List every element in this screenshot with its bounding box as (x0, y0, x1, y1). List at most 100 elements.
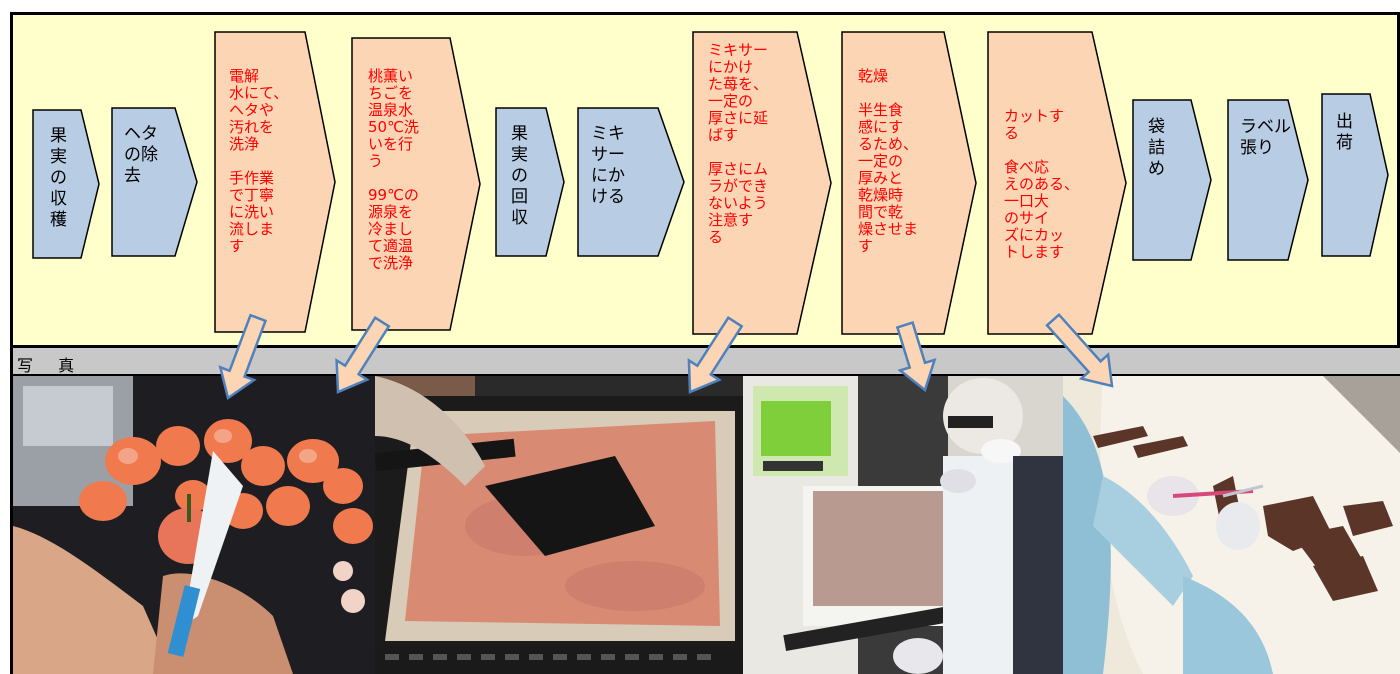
step-label-line: 回 (511, 187, 528, 207)
photo-strip (10, 376, 1400, 674)
step-chevron-shape (692, 31, 832, 335)
step-label-line: で洗浄 (368, 254, 413, 272)
photo-section-label: 写 真 (17, 356, 85, 375)
step-label-line: 荷 (1336, 133, 1353, 153)
step-chevron-shape (1227, 99, 1309, 261)
step-label-line: 収 (50, 189, 67, 209)
step-label-line: 一定の (708, 92, 753, 110)
step-label-line: 一定の (858, 152, 903, 170)
step-label-line: 厚さにム (708, 160, 768, 178)
step-label-line: 一口大 (1004, 192, 1049, 210)
step-label-line: ラができ (708, 177, 768, 195)
step-label-line: 厚さに延 (708, 109, 768, 127)
step-label-line: 収 (511, 208, 528, 228)
step-label-line: 電解 (229, 67, 259, 85)
step-label-line: 去 (124, 166, 141, 186)
step-chevron-shape (1321, 93, 1389, 257)
process-step-10: 袋詰め (1132, 99, 1212, 261)
step-label-line: で丁寧 (229, 186, 274, 204)
step-label-line: るため、 (858, 135, 918, 153)
step-label-line: 張り (1240, 138, 1274, 158)
step-label-line: の (50, 168, 67, 188)
step-label-line: 50℃洗 (368, 118, 419, 136)
step-label-line: る (708, 228, 723, 246)
step-label-line: に洗い (229, 203, 274, 221)
step-label-line: にかけ (708, 58, 753, 76)
photo-section-header: 写 真 (10, 348, 1400, 376)
step-label-line: 燥させま (858, 220, 918, 238)
step-label-line: う (368, 152, 383, 170)
step-label-line: ミキ (591, 124, 625, 144)
step-chevron-shape (1132, 99, 1212, 261)
step-label-line: 乾燥 (858, 67, 888, 85)
step-label-line: ヘタや (229, 101, 274, 119)
step-label-line: 半生食 (858, 101, 903, 119)
step-label-line: 感にす (858, 118, 903, 136)
step-label-line: ヘタ (124, 124, 158, 144)
step-label-line: す (229, 237, 244, 255)
step-label-line: カットす (1004, 107, 1064, 125)
step-label-line: いを行 (368, 135, 413, 153)
step-label-line: のサイ (1004, 209, 1049, 227)
step-label-line: ばす (708, 126, 738, 144)
step-label-line: にか (591, 166, 625, 186)
strawberry-washing-photo (13, 376, 375, 674)
step-label-line: 果 (511, 124, 528, 144)
step-label-line: 袋 (1148, 117, 1165, 137)
step-label-line: 99℃の (368, 186, 419, 204)
step-label-line: る (1004, 124, 1019, 142)
step-label-line: 流しま (229, 220, 274, 238)
step-label-line: 温泉水 (368, 101, 413, 119)
step-label-line: 実 (50, 147, 67, 167)
step-label-line: 間で乾 (858, 203, 903, 221)
step-chevron-shape (214, 31, 336, 333)
step-label-line: ズにカッ (1004, 226, 1064, 244)
step-label-line: た苺を、 (708, 75, 768, 93)
step-label-line: 実 (511, 145, 528, 165)
cutting-photo (1063, 376, 1400, 674)
step-label-line: 乾燥時 (858, 186, 903, 204)
step-label-line: サー (591, 145, 625, 165)
step-chevron-shape (987, 31, 1127, 335)
step-label-line: ける (591, 187, 625, 207)
drying-machine-photo (743, 376, 1063, 674)
step-label-line: す (858, 237, 873, 255)
step-label-line: 注意す (708, 211, 753, 229)
step-label-line: の (511, 166, 528, 186)
step-label-line: 果 (50, 126, 67, 146)
step-label-line: 源泉を (368, 203, 413, 221)
step-chevron-shape (577, 107, 685, 257)
step-label-line: め (1148, 159, 1165, 179)
step-label-line: 桃薫い (368, 67, 413, 85)
step-chevron-shape (351, 37, 481, 331)
step-label-line: 穫 (50, 210, 67, 230)
spreading-puree-photo (375, 376, 743, 674)
step-label-line: 洗浄 (229, 135, 259, 153)
step-label-line: 冷まし (368, 220, 413, 238)
step-chevron-shape (111, 107, 198, 257)
step-label-line: ないよう (708, 194, 768, 212)
process-step-12: 出荷 (1321, 93, 1389, 257)
step-label-line: ラベル (1240, 117, 1291, 137)
step-chevron-shape (32, 109, 100, 259)
step-label-line: 厚みと (858, 169, 903, 187)
step-chevron-shape (841, 31, 977, 335)
step-label-line: えのある、 (1004, 175, 1079, 193)
step-label-line: トします (1004, 243, 1064, 261)
step-label-line: 出 (1336, 112, 1353, 132)
step-label-line: ミキサー (708, 41, 768, 59)
step-label-line: の除 (124, 145, 158, 165)
step-label-line: 食べ応 (1004, 158, 1049, 176)
step-label-line: 詰 (1148, 138, 1165, 158)
step-label-line: て適温 (368, 237, 413, 255)
step-chevron-shape (495, 107, 565, 257)
